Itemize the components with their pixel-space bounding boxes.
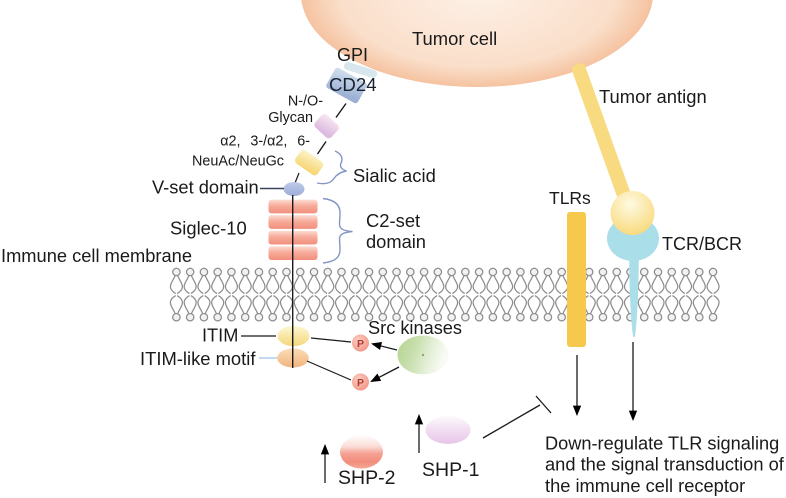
svg-text:N-/O-: N-/O-	[288, 94, 323, 110]
svg-text:Immune cell membrane: Immune cell membrane	[1, 245, 192, 266]
svg-text:α2, 3-/α2, 6-: α2, 3-/α2, 6-	[220, 134, 310, 150]
svg-text:domain: domain	[366, 231, 426, 252]
svg-text:TCR/BCR: TCR/BCR	[662, 234, 742, 254]
svg-text:SHP-2: SHP-2	[338, 467, 395, 489]
svg-text:C2-set: C2-set	[366, 210, 420, 231]
svg-text:and the signal transduction of: and the signal transduction of	[545, 454, 785, 475]
svg-text:Tumor antign: Tumor antign	[599, 86, 707, 107]
svg-text:the immune cell receptor: the immune cell receptor	[545, 475, 745, 496]
svg-text:Siglec-10: Siglec-10	[170, 218, 247, 239]
svg-text:Sialic acid: Sialic acid	[353, 165, 436, 186]
svg-text:NeuAc/NeuGc: NeuAc/NeuGc	[192, 154, 284, 170]
svg-text:Glycan: Glycan	[268, 110, 313, 126]
svg-text:P: P	[357, 377, 364, 389]
svg-text:ITIM-like motif: ITIM-like motif	[140, 348, 256, 369]
svg-text:SHP-1: SHP-1	[422, 459, 479, 481]
svg-text:V-set domain: V-set domain	[152, 177, 259, 198]
svg-text:Down-regulate TLR signaling: Down-regulate TLR signaling	[545, 434, 779, 454]
svg-text:ITIM: ITIM	[202, 326, 238, 346]
svg-text:CD24: CD24	[329, 74, 377, 95]
svg-text:Tumor cell: Tumor cell	[412, 28, 497, 49]
svg-text:Src kinases: Src kinases	[368, 318, 462, 338]
svg-text:P: P	[357, 338, 364, 350]
svg-text:TLRs: TLRs	[549, 188, 591, 208]
svg-text:GPI: GPI	[337, 45, 368, 65]
